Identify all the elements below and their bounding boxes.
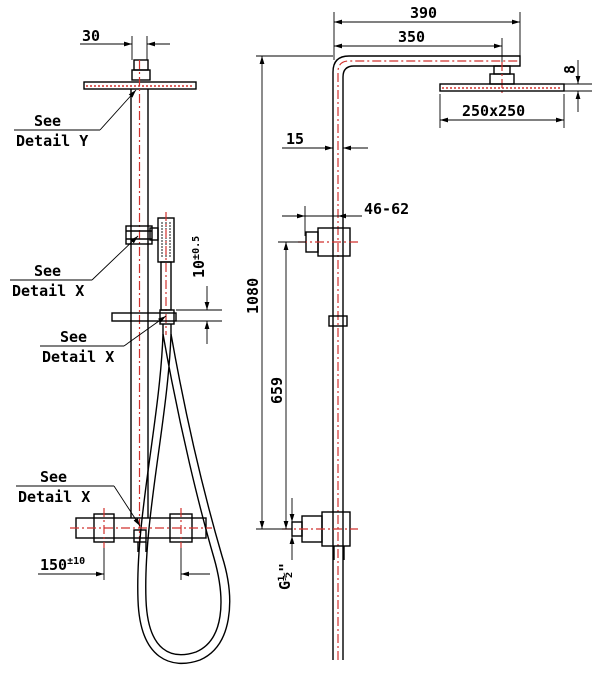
dimension-150: 150±10 bbox=[38, 548, 210, 580]
dim-30-text: 30 bbox=[82, 27, 100, 45]
svg-text:Detail X: Detail X bbox=[42, 348, 114, 366]
dimension-thread: G½" bbox=[276, 498, 295, 590]
left-view: 30 bbox=[10, 27, 231, 664]
dimension-659: 659 bbox=[268, 241, 306, 529]
dim-250x250-text: 250x250 bbox=[462, 102, 525, 120]
callout-detail-x-middle: See Detail X bbox=[40, 315, 167, 366]
svg-text:Detail X: Detail X bbox=[18, 488, 90, 506]
dimension-8: 8 bbox=[561, 60, 592, 112]
hand-shower bbox=[157, 212, 175, 335]
callout-detail-x-lower: See Detail X bbox=[16, 468, 141, 527]
callout-detail-y: See Detail Y bbox=[14, 89, 137, 150]
svg-text:See: See bbox=[34, 112, 61, 130]
svg-text:See: See bbox=[34, 262, 61, 280]
dim-659-text: 659 bbox=[268, 377, 286, 404]
callout-detail-x-upper: See Detail X bbox=[10, 235, 139, 300]
right-view: 390 350 8 250x250 bbox=[244, 4, 592, 660]
svg-text:Detail X: Detail X bbox=[12, 282, 84, 300]
dim-1080-text: 1080 bbox=[244, 278, 262, 314]
dim-390-text: 390 bbox=[410, 4, 437, 22]
dimension-390: 390 bbox=[333, 4, 521, 60]
dim-46-62-text: 46-62 bbox=[364, 200, 409, 218]
svg-text:See: See bbox=[60, 328, 87, 346]
shower-head-side bbox=[439, 83, 565, 92]
shower-arm bbox=[332, 55, 521, 660]
dimension-46-62: 46-62 bbox=[282, 200, 409, 236]
dimension-350: 350 bbox=[334, 28, 503, 62]
mixer-side bbox=[282, 511, 358, 560]
slider-clamp bbox=[328, 315, 348, 327]
dim-8-text: 8 bbox=[561, 65, 579, 74]
hose bbox=[137, 333, 231, 664]
dim-15-text: 15 bbox=[286, 130, 304, 148]
dimension-1080: 1080 bbox=[244, 55, 333, 530]
svg-text:See: See bbox=[40, 468, 67, 486]
holder-bracket-side bbox=[298, 227, 360, 257]
dim-150-text: 150±10 bbox=[40, 556, 85, 574]
head-nut bbox=[131, 69, 151, 81]
dim-10-text: 10±0.5 bbox=[190, 236, 208, 278]
dimension-15: 15 bbox=[282, 130, 368, 151]
thermostatic-mixer bbox=[70, 508, 212, 552]
svg-text:Detail Y: Detail Y bbox=[16, 132, 88, 150]
dimension-250x250: 250x250 bbox=[439, 94, 565, 128]
dimension-30: 30 bbox=[80, 27, 170, 60]
dimension-10: 10±0.5 bbox=[176, 236, 222, 344]
dim-350-text: 350 bbox=[398, 28, 425, 46]
dim-thread-text: G½" bbox=[276, 563, 294, 590]
head-connector bbox=[133, 59, 149, 71]
